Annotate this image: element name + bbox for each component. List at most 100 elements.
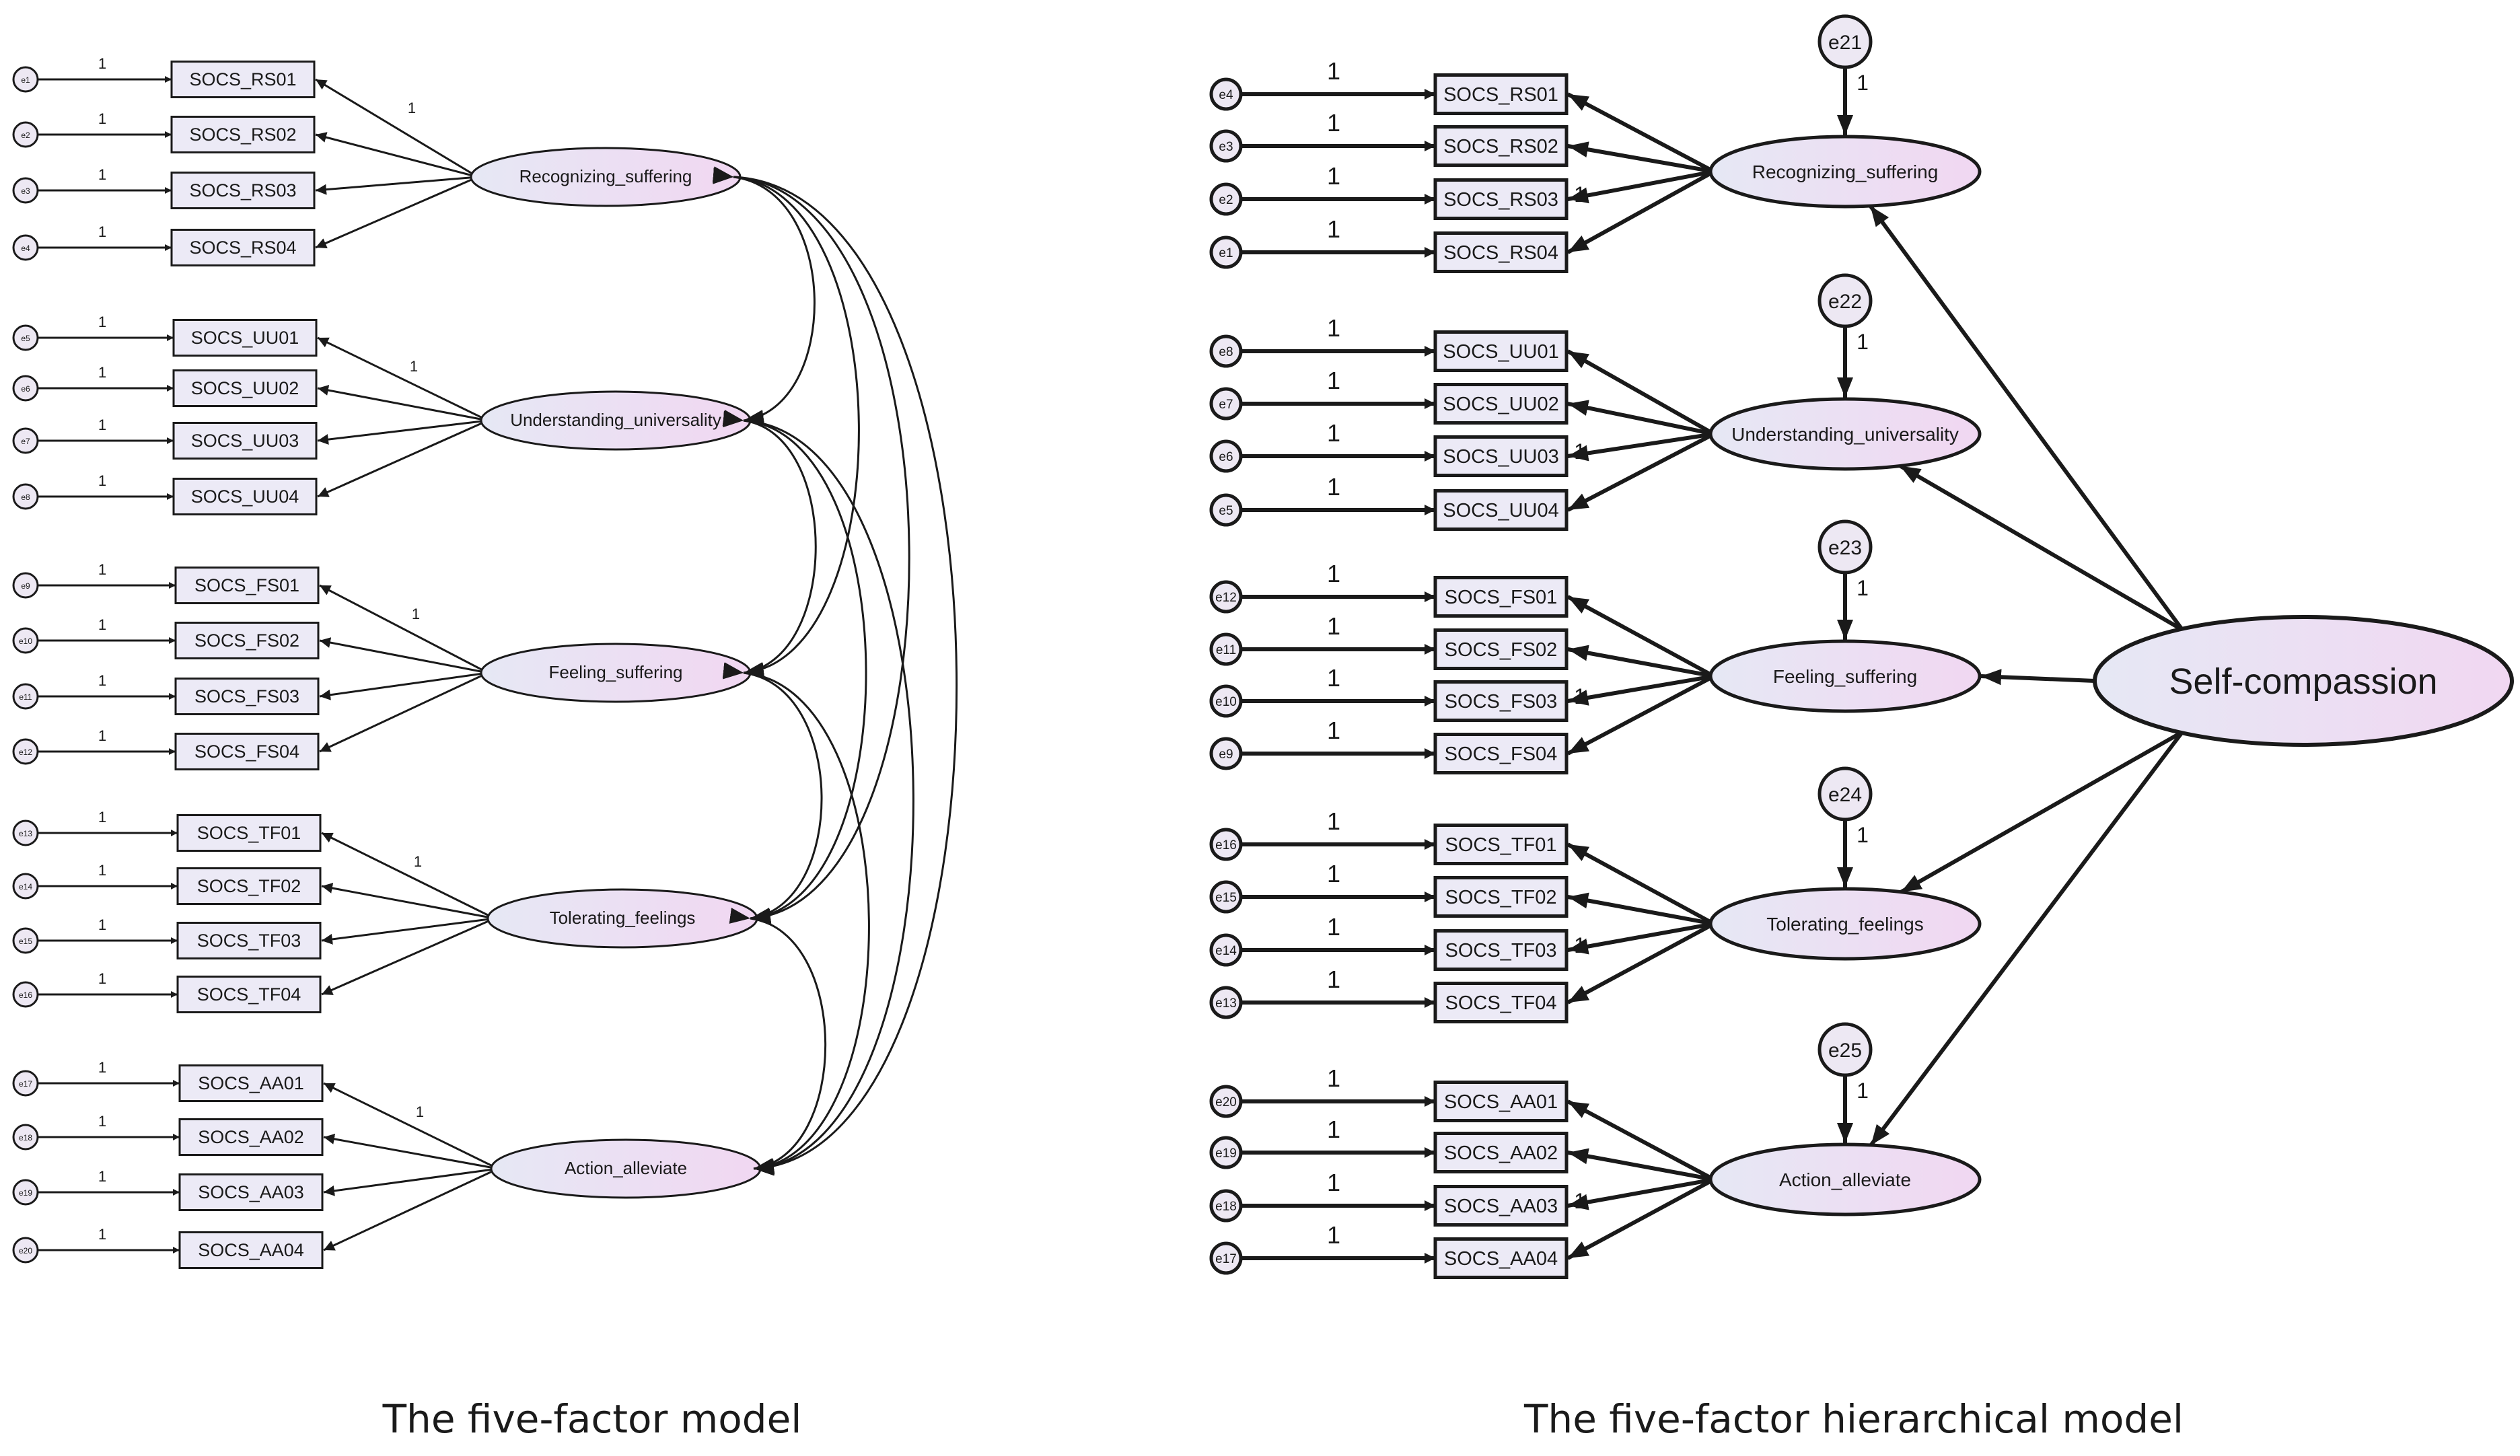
error-circle [12, 683, 39, 710]
factor-label: Recognizing_suffering [1752, 161, 1939, 182]
error-label: e10 [1215, 695, 1237, 709]
loading-path [315, 78, 478, 178]
fixed-path-label: 1 [98, 472, 106, 489]
indicator-label: SOCS_TF04 [197, 984, 301, 1005]
error-circle [1209, 684, 1243, 718]
indicator-label: SOCS_AA04 [198, 1240, 304, 1260]
error-label: e20 [19, 1246, 32, 1255]
fixed-path-label: 1 [98, 809, 106, 826]
error-label: e17 [19, 1079, 32, 1089]
higher-order-loading-path [1980, 669, 2095, 686]
indicator-box-socs-aa04 [1433, 1237, 1569, 1279]
error-label: e14 [19, 882, 32, 891]
factor-ellipse-tolerating-feelings [1708, 887, 1982, 961]
fixed-path-label: 1 [1327, 1221, 1340, 1249]
error-circle [12, 627, 39, 654]
error-label: e6 [21, 384, 30, 394]
error-circle [1209, 1189, 1243, 1223]
disturbance-circle [1817, 14, 1873, 69]
indicator-label: SOCS_UU03 [191, 431, 299, 451]
indicator-label: SOCS_RS02 [189, 124, 296, 145]
fixed-path-label: 1 [98, 55, 106, 72]
error-circle [1209, 1085, 1243, 1118]
error-label: e11 [19, 692, 32, 702]
error-label: e9 [21, 581, 30, 591]
loading-path [315, 176, 478, 249]
fixed-path-label: 1 [1327, 1116, 1340, 1143]
error-circle [12, 1070, 39, 1097]
higher-factor-ellipse [2093, 615, 2514, 747]
indicator-box-socs-rs02 [170, 116, 316, 153]
loading-path [1567, 842, 1715, 926]
fixed-loading-label: 1 [1574, 684, 1586, 708]
indicator-label: SOCS_AA01 [1444, 1091, 1558, 1113]
error-circle [1209, 880, 1243, 914]
error-circle [12, 66, 39, 93]
indicator-box-socs-aa02 [1433, 1132, 1569, 1173]
caption-hierarchical-model: The five-factor hierarchical model [1524, 1396, 2184, 1442]
fixed-path-label: 1 [1327, 162, 1340, 190]
indicator-label: SOCS_FS03 [194, 686, 299, 706]
loading-path [1567, 400, 1715, 436]
error-circle [1209, 182, 1243, 216]
indicator-box-socs-aa04 [178, 1231, 324, 1269]
error-circle [1209, 737, 1243, 770]
fixed-path-label: 1 [1327, 807, 1340, 835]
loading-path [317, 385, 489, 422]
loading-path [1567, 92, 1715, 174]
error-circle [1209, 1241, 1243, 1275]
indicator-label: SOCS_UU01 [1443, 341, 1558, 363]
indicator-box-socs-uu04 [1433, 489, 1569, 531]
error-label: e9 [1219, 748, 1233, 762]
disturbance-fixed-label: 1 [1857, 576, 1869, 600]
fixed-path-label: 1 [98, 1059, 106, 1076]
fixed-path-label: 1 [1327, 913, 1340, 941]
fixed-path-label: 1 [98, 1226, 106, 1243]
error-circle [12, 981, 39, 1008]
error-circle [1209, 580, 1243, 614]
fixed-path-label: 1 [98, 916, 106, 933]
fixed-path-label: 1 [1327, 860, 1340, 887]
loading-path [1567, 674, 1715, 706]
fixed-path-label: 1 [98, 561, 106, 578]
error-circle [1209, 986, 1243, 1019]
error-circle [1209, 828, 1243, 861]
disturbance-label: e24 [1828, 784, 1862, 806]
error-label: e7 [1219, 398, 1233, 412]
covariance-arc [713, 167, 860, 680]
fixed-path-label: 1 [98, 1168, 106, 1185]
error-circle [12, 572, 39, 599]
error-label: e4 [1219, 88, 1233, 102]
error-label: e18 [19, 1133, 32, 1142]
disturbance-label: e22 [1828, 291, 1862, 313]
fixed-path-label: 1 [1327, 966, 1340, 993]
error-label: e1 [1219, 246, 1233, 260]
fixed-path-label: 1 [1327, 473, 1340, 501]
indicator-box-socs-tf04 [1433, 982, 1569, 1023]
fixed-loading-label: 1 [416, 1103, 424, 1120]
fixed-path-label: 1 [98, 223, 106, 240]
fixed-path-label: 1 [1327, 109, 1340, 137]
loading-path [1567, 1148, 1715, 1181]
fixed-loading-label: 1 [410, 358, 418, 375]
indicator-label: SOCS_AA02 [198, 1127, 304, 1147]
indicator-box-socs-tf02 [176, 867, 322, 905]
indicator-label: SOCS_FS02 [1445, 639, 1558, 661]
error-label: e12 [1215, 591, 1237, 605]
fixed-path-label: 1 [98, 1113, 106, 1130]
indicator-label: SOCS_RS02 [1443, 136, 1558, 157]
indicator-label: SOCS_TF02 [1445, 887, 1557, 908]
loading-path [1567, 170, 1715, 254]
fixed-loading-label: 1 [408, 100, 416, 116]
fixed-path-label: 1 [98, 616, 106, 633]
higher-order-loading-path [1869, 731, 2184, 1146]
fixed-loading-label: 1 [412, 606, 420, 622]
error-label: e5 [21, 334, 30, 343]
fixed-path-label: 1 [1327, 367, 1340, 394]
indicator-label: SOCS_UU01 [191, 328, 299, 348]
indicator-box-socs-aa01 [1433, 1081, 1569, 1122]
loading-path [1567, 645, 1715, 678]
higher-factor-label: Self-compassion [2169, 661, 2437, 702]
